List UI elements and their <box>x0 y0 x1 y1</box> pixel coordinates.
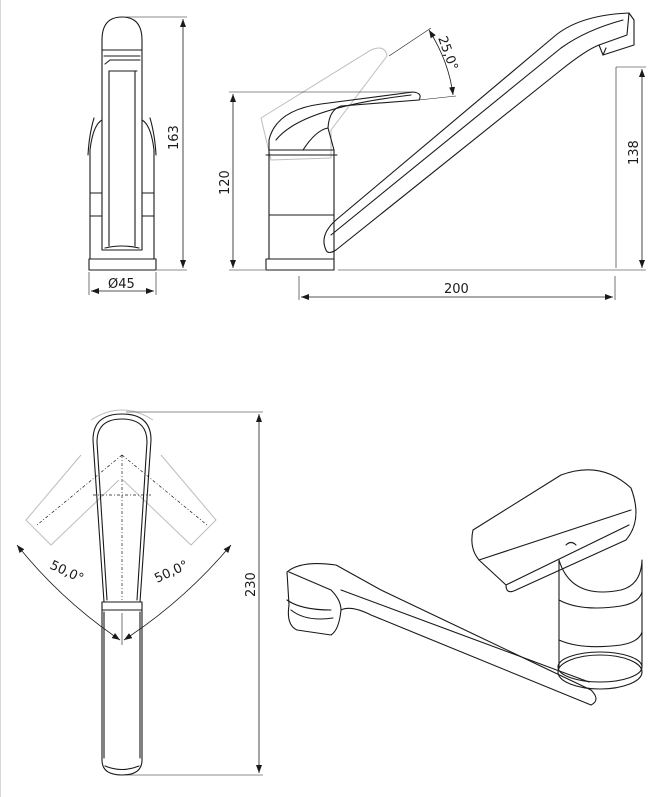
height-dimension-163: 163 <box>167 125 182 150</box>
isometric-view <box>286 469 643 706</box>
length-dimension-230: 230 <box>244 572 259 597</box>
reach-dimension-200: 200 <box>444 282 469 297</box>
diameter-dimension-45: Ø45 <box>108 277 135 292</box>
lever-tilt-angle: 25,0° <box>434 34 460 72</box>
top-view: 50,0° 50,0° 230 <box>16 409 263 776</box>
right-rotation-angle: 50,0° <box>152 558 190 587</box>
spout-height-dimension-138: 138 <box>627 140 642 165</box>
side-view: 120 25,0° 138 200 <box>218 12 646 300</box>
front-view: 163 Ø45 <box>87 16 187 295</box>
left-rotation-angle: 50,0° <box>47 558 85 587</box>
handle-height-dimension-120: 120 <box>218 170 233 195</box>
